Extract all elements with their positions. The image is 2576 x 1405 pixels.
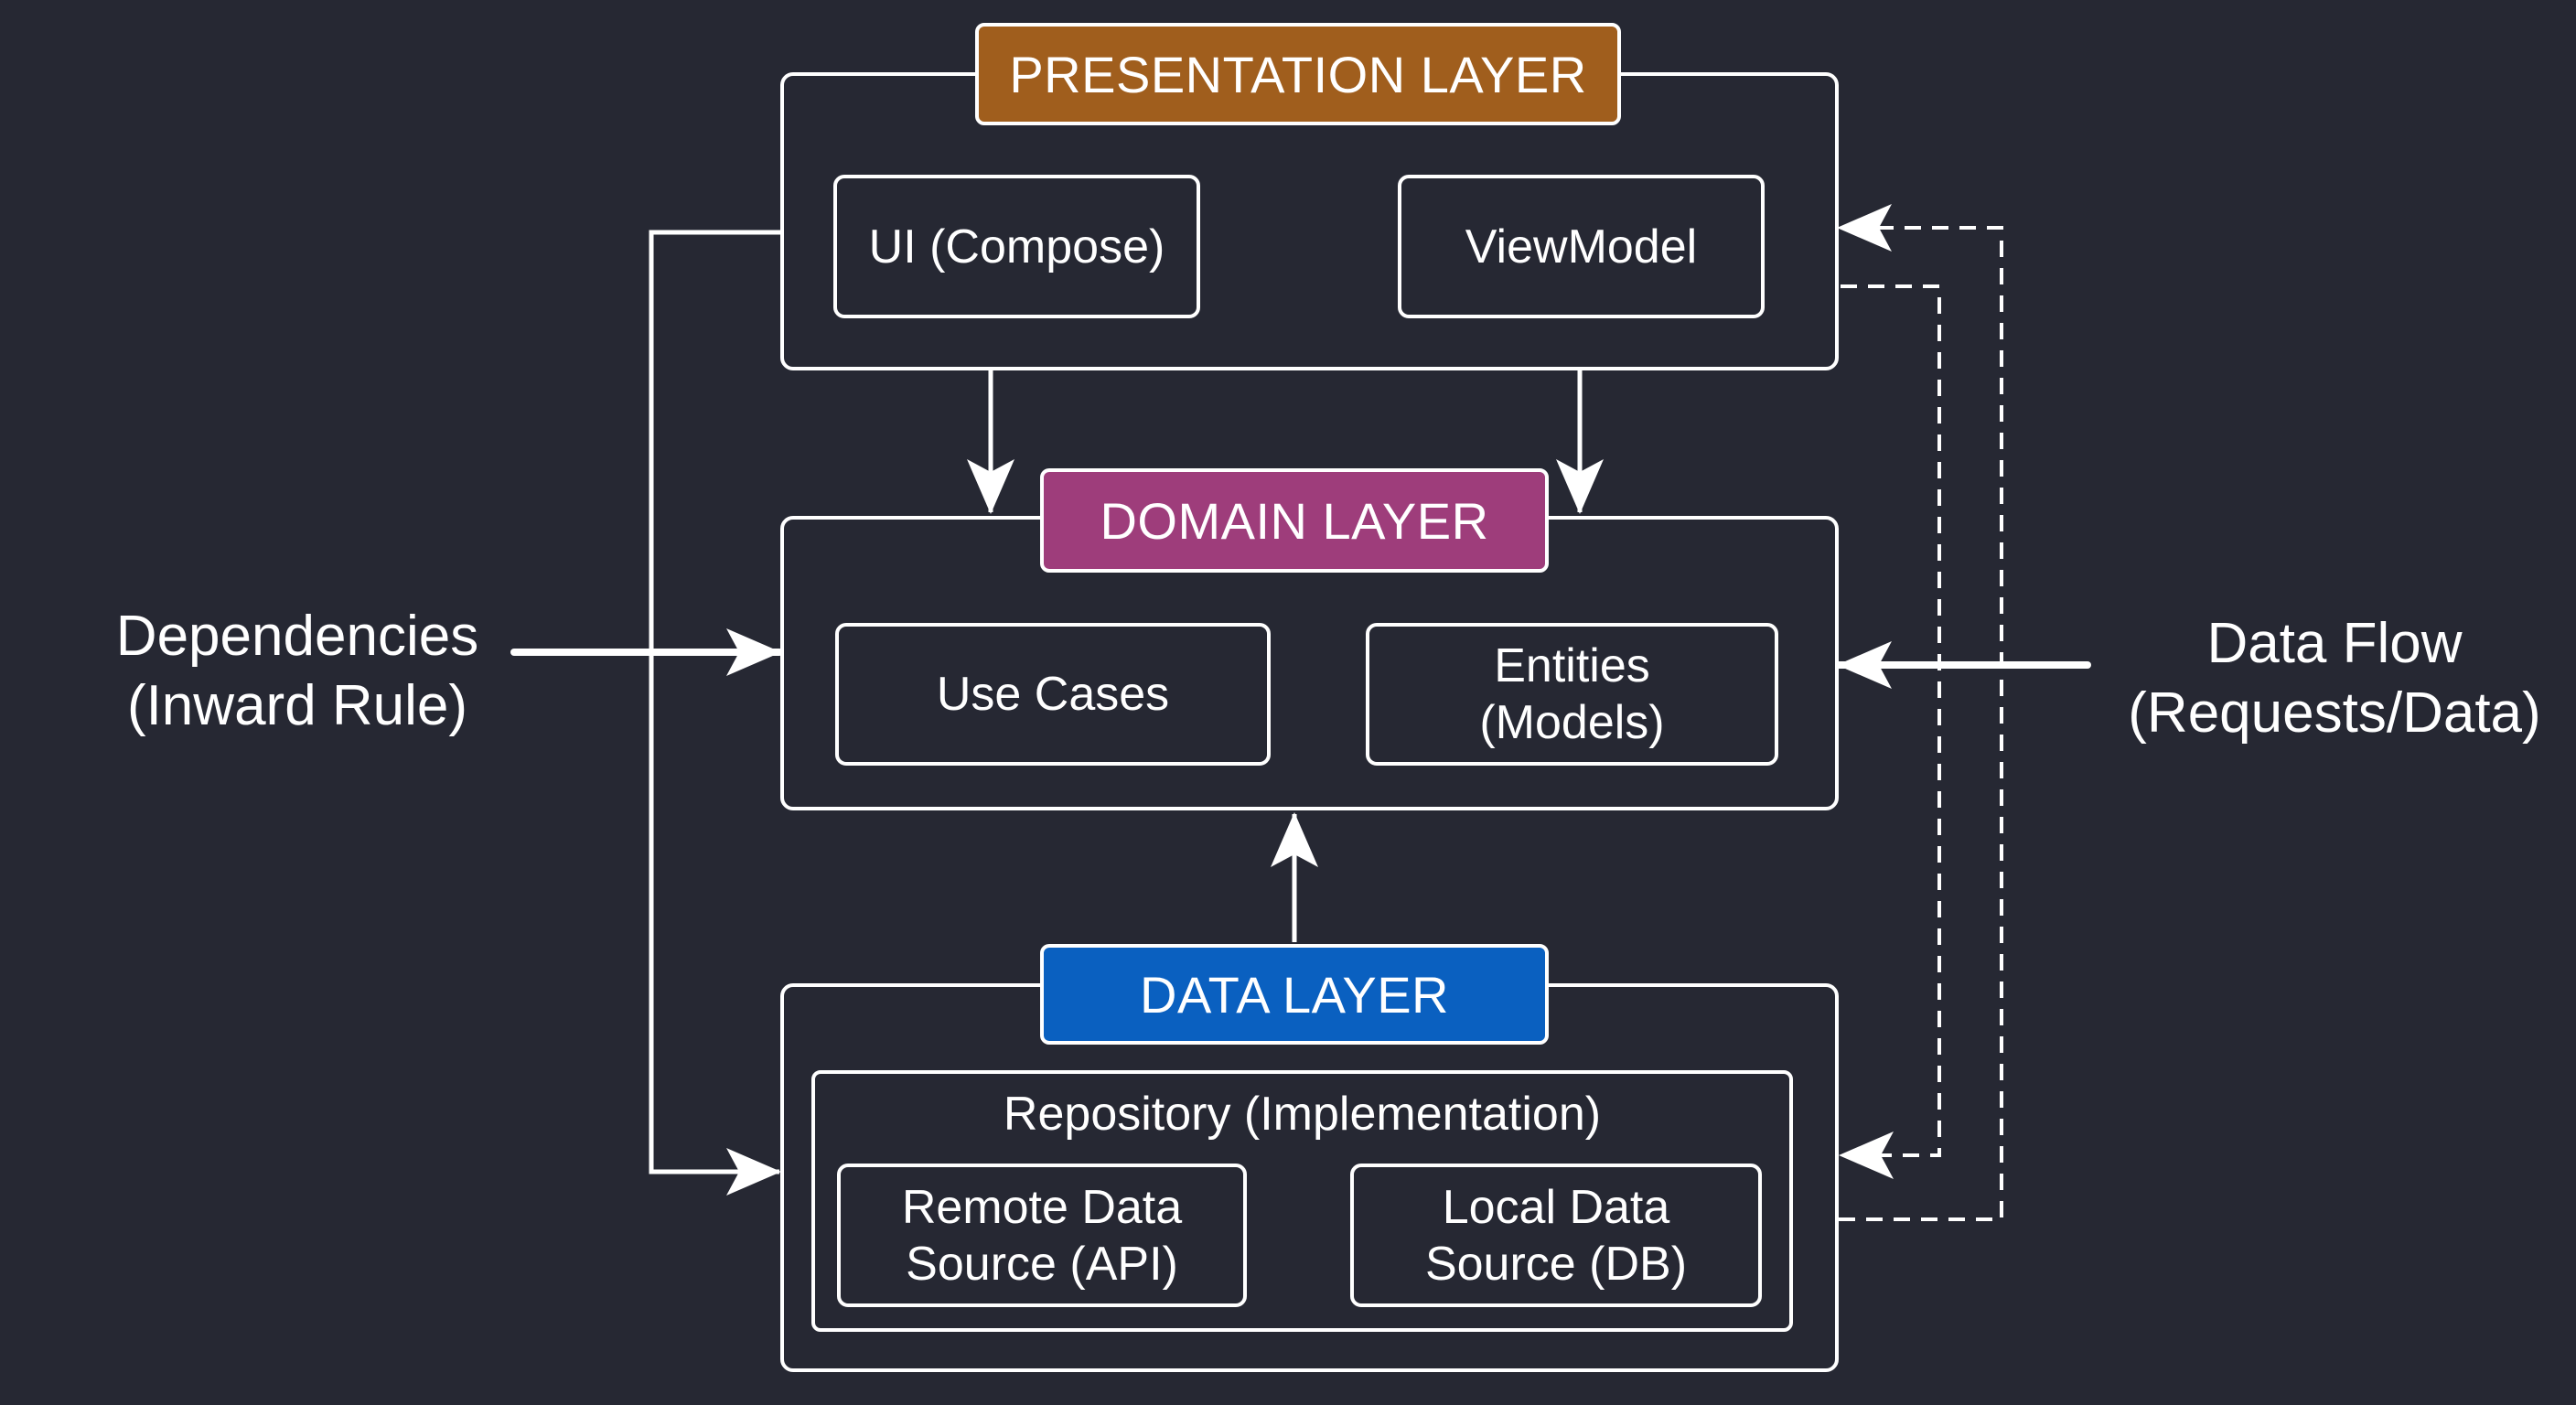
use-cases-box: Use Cases (835, 623, 1271, 766)
ui-compose-box: UI (Compose) (833, 175, 1200, 318)
entities-box: Entities (Models) (1366, 623, 1778, 766)
dependencies-label: Dependencies (Inward Rule) (115, 605, 479, 737)
dashed-flow-outer (1837, 204, 2003, 1221)
repository-title: Repository (Implementation) (1003, 1088, 1602, 1141)
data-flow-label: Data Flow (Requests/Data) (2128, 612, 2541, 745)
viewmodel-box: ViewModel (1398, 175, 1765, 318)
domain-layer-title: DOMAIN LAYER (1040, 468, 1549, 573)
dependency-bracket-line (649, 230, 781, 1196)
local-data-source-box: Local Data Source (DB) (1350, 1164, 1762, 1307)
presentation-layer-title: PRESENTATION LAYER (975, 23, 1621, 125)
remote-data-source-box: Remote Data Source (API) (837, 1164, 1247, 1307)
dashed-flow-inner (1839, 284, 1941, 1179)
data-layer-title: DATA LAYER (1040, 944, 1549, 1045)
